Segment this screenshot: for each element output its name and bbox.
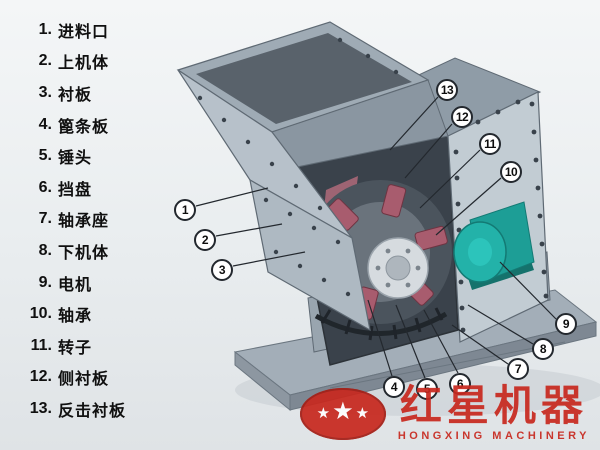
legend-item-label: 挡盘 <box>58 181 93 199</box>
legend-item: 5. 锤头 <box>18 140 126 172</box>
legend-item-label: 下机体 <box>58 244 110 262</box>
parts-legend: 1. 进料口 2. 上机体 3. 衬板 4. 篦条板 5. 锤头 6. 挡盘 7. 轴承座 8… <box>18 14 126 425</box>
callout-9: 9 <box>555 313 577 335</box>
legend-item: 9. 电机 <box>18 267 126 299</box>
legend-item-number: 9. <box>38 273 52 291</box>
legend-item: 10. 轴承 <box>18 298 126 330</box>
callout-12: 12 <box>451 106 473 128</box>
legend-item: 13. 反击衬板 <box>18 393 126 425</box>
legend-item-label: 侧衬板 <box>58 371 110 389</box>
legend-item-number: 4. <box>38 115 52 133</box>
front-panel <box>249 178 371 332</box>
legend-item-number: 10. <box>29 305 52 323</box>
legend-item-number: 2. <box>38 52 52 70</box>
legend-item: 8. 下机体 <box>18 235 126 267</box>
legend-item-label: 轴承 <box>58 308 93 326</box>
logo-chinese-name: 红星机器 <box>399 382 588 429</box>
legend-item-number: 8. <box>38 241 52 259</box>
legend-item-number: 5. <box>38 147 52 165</box>
hongxing-logo: ★ ★ ★ 红星机器 HONGXING MACHINERY <box>299 382 590 443</box>
callout-8: 8 <box>532 338 554 360</box>
legend-item-number: 3. <box>38 83 52 101</box>
legend-item-label: 反击衬板 <box>58 402 127 420</box>
legend-item: 6. 挡盘 <box>18 172 126 204</box>
callout-10: 10 <box>500 161 522 183</box>
callout-13: 13 <box>436 79 458 101</box>
legend-item-label: 电机 <box>58 276 93 294</box>
legend-item: 4. 篦条板 <box>18 109 126 141</box>
feed-hopper <box>176 21 449 239</box>
callout-5: 5 <box>416 378 438 400</box>
callout-3: 3 <box>211 259 233 281</box>
leader-lines <box>195 96 557 379</box>
legend-item-number: 7. <box>38 210 52 228</box>
callout-11: 11 <box>479 133 501 155</box>
legend-item-number: 11. <box>30 336 52 354</box>
legend-item-label: 衬板 <box>58 86 93 104</box>
callout-6: 6 <box>449 373 471 395</box>
callout-1: 1 <box>174 199 196 221</box>
legend-item: 12. 侧衬板 <box>18 362 126 394</box>
legend-item: 3. 衬板 <box>18 77 126 109</box>
callout-2: 2 <box>194 229 216 251</box>
legend-item: 7. 轴承座 <box>18 204 126 236</box>
callout-7: 7 <box>507 358 529 380</box>
legend-item-number: 12. <box>29 368 52 386</box>
logo-english-name: HONGXING MACHINERY <box>397 430 590 442</box>
legend-item-label: 转子 <box>58 339 93 357</box>
legend-item: 11. 转子 <box>18 330 126 362</box>
callout-4: 4 <box>383 376 405 398</box>
legend-item-label: 上机体 <box>58 55 110 73</box>
logo-oval: ★ ★ ★ <box>299 387 386 440</box>
star-icon: ★ <box>355 405 370 422</box>
legend-item-number: 13. <box>29 399 52 417</box>
star-icon: ★ <box>332 398 354 425</box>
legend-item: 1. 进料口 <box>18 14 126 46</box>
legend-item-label: 锤头 <box>58 150 93 168</box>
star-icon: ★ <box>316 405 331 422</box>
legend-item: 2. 上机体 <box>18 46 126 78</box>
motor <box>453 201 535 290</box>
legend-item-label: 篦条板 <box>58 118 110 136</box>
legend-item-label: 进料口 <box>58 23 110 41</box>
legend-item-number: 1. <box>38 20 52 38</box>
legend-item-label: 轴承座 <box>58 213 110 231</box>
logo-text: 红星机器 HONGXING MACHINERY <box>397 382 590 443</box>
legend-item-number: 6. <box>38 178 52 196</box>
